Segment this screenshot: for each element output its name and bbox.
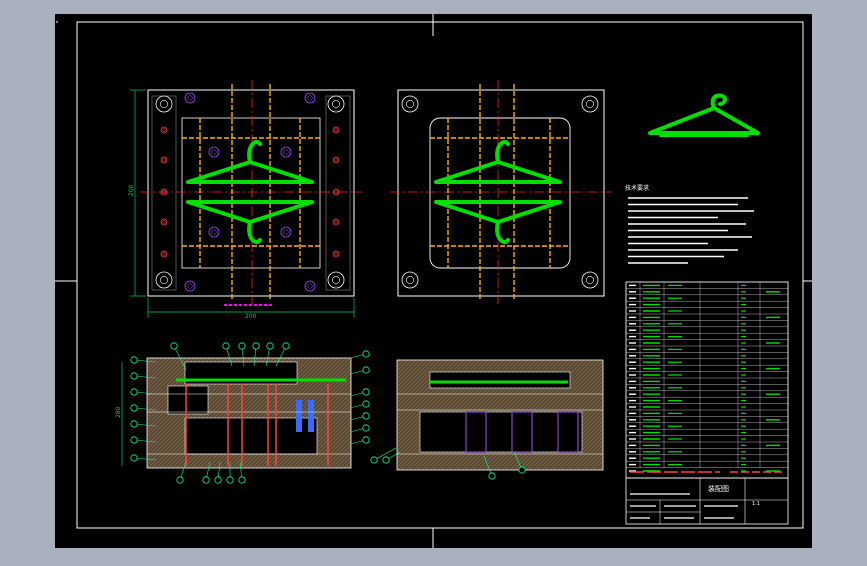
balloon (222, 342, 233, 367)
hanger-cavity (434, 140, 562, 184)
hanger-cavities (186, 140, 562, 244)
cooling-channels (182, 84, 570, 300)
hole (208, 226, 220, 238)
balloon (265, 342, 274, 367)
balloon (130, 420, 157, 428)
hole (581, 95, 599, 113)
balloon (238, 342, 246, 367)
balloon (252, 342, 260, 367)
hole (332, 218, 340, 226)
balloon (275, 342, 290, 367)
balloon (130, 388, 157, 396)
hole (160, 188, 168, 196)
dimension-height-label: 200 (128, 184, 135, 196)
hole (332, 250, 340, 258)
hanger-part-preview (648, 93, 760, 137)
hole (160, 250, 168, 258)
hole (155, 95, 173, 113)
balloon (130, 372, 157, 380)
balloon (382, 451, 401, 464)
section-view-a (146, 357, 352, 469)
balloon (130, 404, 157, 412)
hole (332, 156, 340, 164)
balloon (349, 400, 370, 409)
balloon (349, 424, 370, 433)
hole (184, 280, 196, 292)
dimension-width-label: 200 (245, 313, 257, 320)
balloon (130, 436, 157, 444)
hole (327, 271, 345, 289)
balloon (130, 356, 157, 364)
scale-label: 1:1 (752, 501, 760, 507)
mold-holes (155, 92, 599, 292)
top-view-fixed-half (397, 89, 605, 297)
balloon (513, 451, 526, 474)
balloon (130, 454, 157, 462)
hanger-cavity (434, 200, 562, 244)
hanger-cavity (186, 200, 314, 244)
hole (160, 156, 168, 164)
dimension-lines (121, 89, 355, 466)
hole (160, 218, 168, 226)
zone-marks (55, 14, 812, 548)
notes-heading: 技术要求 (625, 184, 649, 192)
balloon (370, 447, 397, 464)
hole (304, 280, 316, 292)
hole (208, 146, 220, 158)
balloon (170, 342, 187, 371)
balloon (349, 388, 370, 397)
balloon (238, 461, 246, 484)
hole (155, 271, 173, 289)
hole (304, 92, 316, 104)
hole (332, 188, 340, 196)
balloon (349, 350, 370, 359)
centerlines (140, 80, 612, 304)
hole (184, 92, 196, 104)
inner-border (76, 21, 804, 529)
hole (401, 271, 419, 289)
balloon (349, 412, 370, 421)
balloon (176, 461, 187, 484)
hole (327, 95, 345, 113)
hanger-cavity (186, 140, 314, 184)
drawing-title: 装配图 (708, 484, 729, 493)
balloon (483, 455, 496, 480)
hole (332, 126, 340, 134)
section-view-b (396, 359, 604, 471)
hole (401, 95, 419, 113)
balloon (226, 462, 234, 484)
balloon (214, 461, 222, 484)
hole (280, 226, 292, 238)
hole (280, 146, 292, 158)
hole (581, 271, 599, 289)
balloon (349, 366, 370, 375)
title-block (625, 477, 789, 525)
part-balloons (130, 342, 526, 484)
dimension-section-height-label: 280 (115, 406, 122, 418)
technical-notes-text (628, 197, 754, 264)
balloon (202, 461, 211, 484)
balloon (349, 436, 370, 445)
hole (160, 126, 168, 134)
